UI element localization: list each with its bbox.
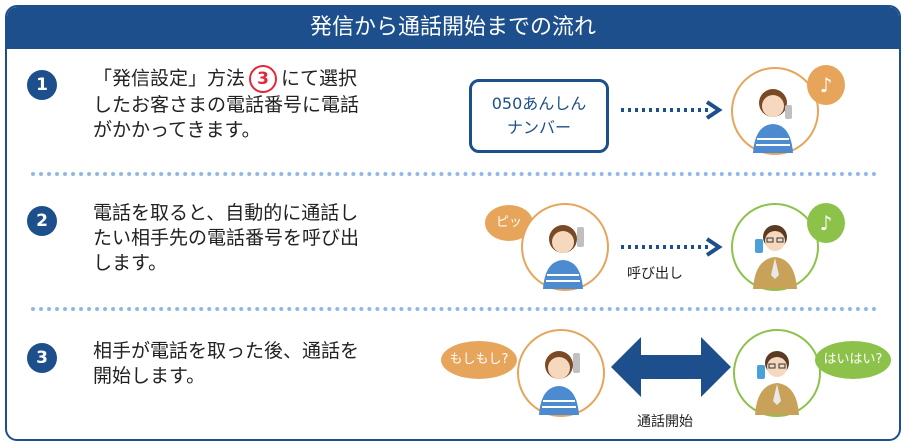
music-note-bubble: ♪ — [807, 203, 845, 243]
anshin-number-box: 050あんしん ナンバー — [469, 79, 609, 153]
man-avatar-step3 — [733, 329, 821, 417]
woman-figure-icon — [539, 351, 580, 415]
step-2-text-line1: 電話を取ると、自動的に通話し — [93, 202, 359, 224]
double-arrow-icon — [611, 337, 731, 397]
moshimoshi-bubble: もしもし? — [441, 341, 517, 379]
man-figure-icon — [755, 351, 799, 415]
dotted-arrow-icon — [621, 237, 723, 257]
step-1-text-before: 「発信設定」方法 — [93, 67, 246, 90]
step-1-text-after: にて選択 — [281, 67, 358, 90]
call-start-label: 通話開始 — [637, 414, 693, 430]
step-1-text-line2: したお客さまの電話番号に電話 — [93, 94, 360, 116]
divider-2 — [31, 307, 877, 311]
step-3-text-line1: 相手が電話を取った後、通話を — [93, 340, 360, 362]
woman-avatar-step2 — [521, 203, 609, 291]
divider-1 — [31, 172, 877, 176]
step-2-text-line3: します。 — [93, 252, 168, 274]
man-avatar — [731, 203, 819, 291]
woman-figure-icon — [753, 89, 793, 153]
music-note-bubble: ♪ — [807, 65, 845, 105]
dotted-arrow-icon — [621, 100, 723, 120]
step-1-badge: 1 — [27, 70, 57, 100]
woman-avatar-step3 — [517, 329, 605, 417]
panel-title: 発信から通話開始までの流れ — [7, 7, 899, 49]
step-3-badge: 3 — [27, 343, 57, 373]
step-2-badge: 2 — [27, 206, 57, 236]
anshin-number-line1: 050あんしん — [491, 94, 587, 113]
step-ref-circle-icon: 3 — [249, 65, 278, 93]
woman-figure-icon — [543, 225, 584, 289]
call-out-label: 呼び出し — [627, 266, 683, 282]
step-1-text-line3: がかかってきます。 — [93, 119, 261, 141]
step-3-text-line2: 開始します。 — [93, 365, 206, 387]
step-2-text: 電話を取ると、自動的に通話し たい相手先の電話番号を呼び出 します。 — [93, 201, 438, 276]
haihai-bubble: はいはい? — [815, 341, 891, 379]
woman-avatar — [731, 67, 819, 155]
anshin-number-line2: ナンバー — [506, 118, 571, 137]
man-figure-icon — [753, 225, 797, 289]
step-3-text: 相手が電話を取った後、通話を 開始します。 — [93, 339, 438, 389]
step-2-text-line2: たい相手先の電話番号を呼び出 — [93, 227, 360, 249]
